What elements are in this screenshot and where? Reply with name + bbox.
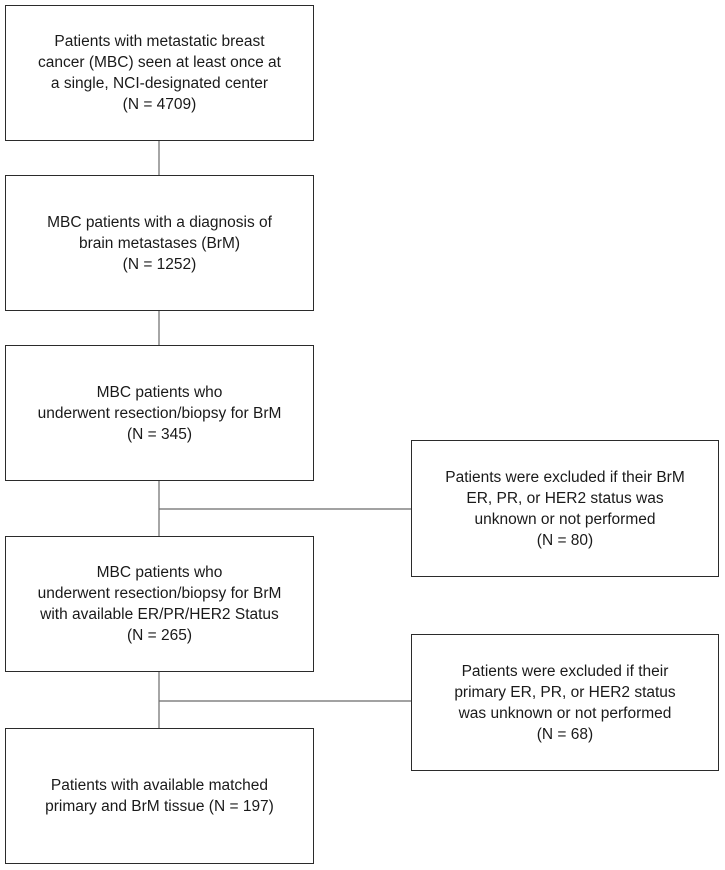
step-1-text: Patients with metastatic breast cancer (…	[38, 33, 281, 113]
step-3-text: MBC patients who underwent resection/bio…	[37, 383, 282, 443]
step-box-1: Patients with metastatic breast cancer (…	[5, 5, 314, 141]
step-box-5: Patients with available matched primary …	[5, 728, 314, 864]
step-box-4: MBC patients who underwent resection/bio…	[5, 536, 314, 672]
step-2-text: MBC patients with a diagnosis of brain m…	[47, 213, 272, 273]
step-box-3: MBC patients who underwent resection/bio…	[5, 345, 314, 481]
exclusion-box-2: Patients were excluded if their primary …	[411, 634, 719, 771]
exclusion-box-1: Patients were excluded if their BrM ER, …	[411, 440, 719, 577]
step-4-text: MBC patients who underwent resection/bio…	[37, 564, 282, 644]
exclusion-1-text: Patients were excluded if their BrM ER, …	[445, 468, 685, 549]
exclusion-2-text: Patients were excluded if their primary …	[454, 662, 676, 743]
step-box-2: MBC patients with a diagnosis of brain m…	[5, 175, 314, 311]
step-5-text: Patients with available matched primary …	[45, 777, 274, 815]
